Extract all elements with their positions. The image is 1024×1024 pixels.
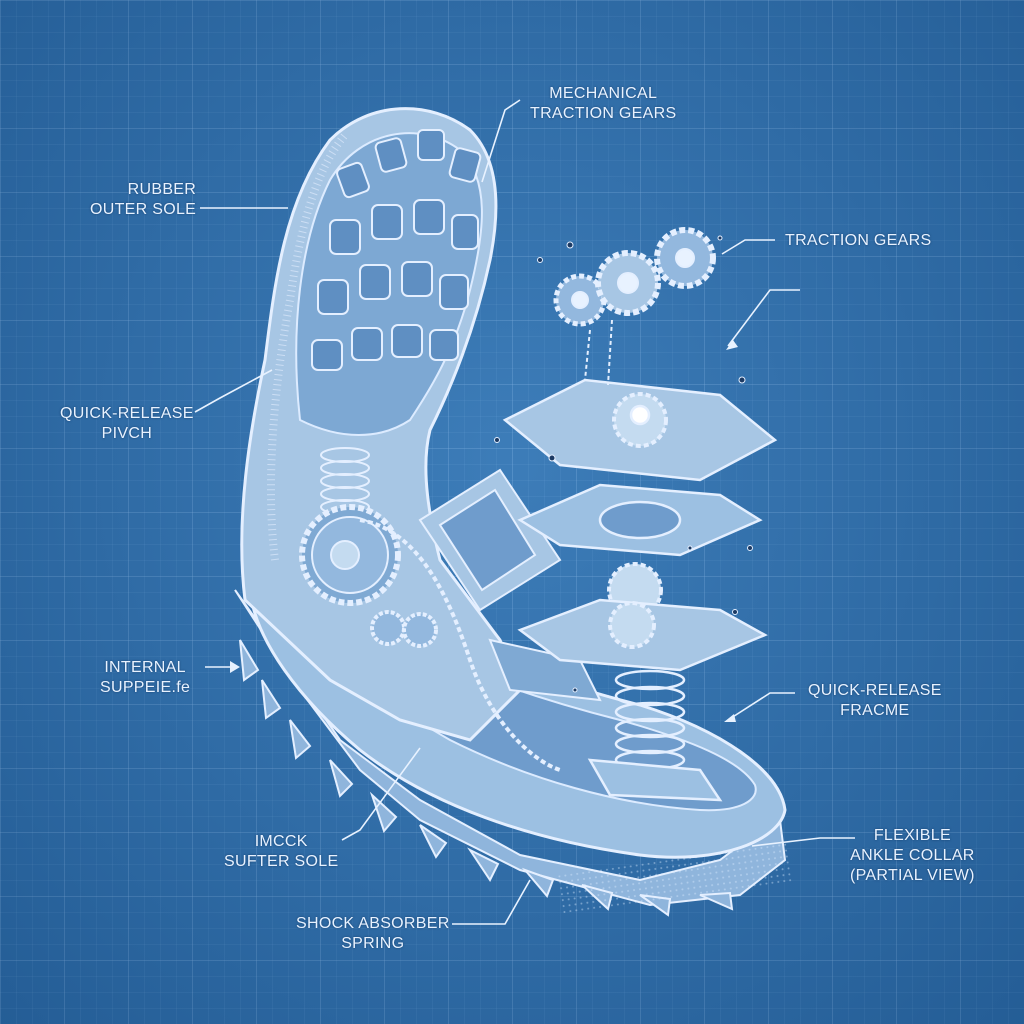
label-mechanical-traction-gears: MECHANICAL TRACTION GEARS (530, 85, 677, 122)
label-shock-absorber-spring: SHOCK ABSORBER SPRING (296, 915, 450, 952)
sole-lugs (311, 129, 482, 371)
traction-gears-cluster (553, 227, 716, 386)
label-quick-release-frame: QUICK-RELEASE FRACME (808, 682, 942, 719)
label-imcck-sufter-sole: IMCCK SUFTER SOLE (224, 833, 339, 870)
label-internal-suppe: INTERNAL SUPPEIE.fe (100, 659, 191, 696)
label-flexible-ankle-collar: FLEXIBLE ANKLE COLLAR (PARTIAL VIEW) (850, 827, 975, 884)
arrowheads (230, 340, 738, 722)
internal-mechanism (299, 447, 602, 772)
label-rubber-outer-sole: RUBBER OUTER SOLE (90, 181, 197, 218)
debris-particles (494, 235, 753, 693)
leader-lines (194, 99, 855, 925)
exploded-plates (502, 378, 778, 802)
label-quick-release-pivch: QUICK-RELEASE PIVCH (60, 405, 194, 442)
label-traction-gears: TRACTION GEARS (785, 232, 932, 249)
